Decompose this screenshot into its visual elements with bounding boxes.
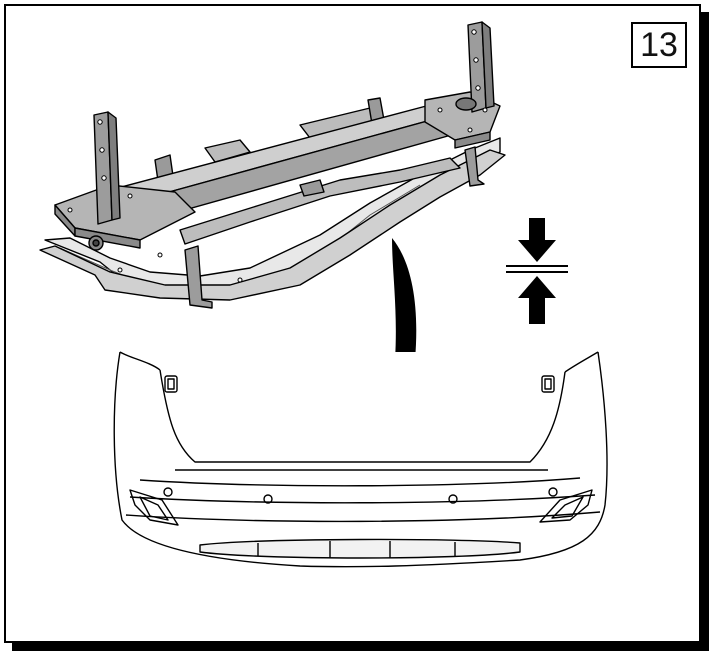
step-number: 13 [631, 22, 687, 68]
frame-shadow-bottom [12, 643, 709, 651]
frame-shadow-right [701, 12, 709, 651]
compress-arrows-icon [506, 218, 568, 324]
rear-bumper [113, 351, 608, 568]
tow-bar-assembly [39, 21, 506, 309]
